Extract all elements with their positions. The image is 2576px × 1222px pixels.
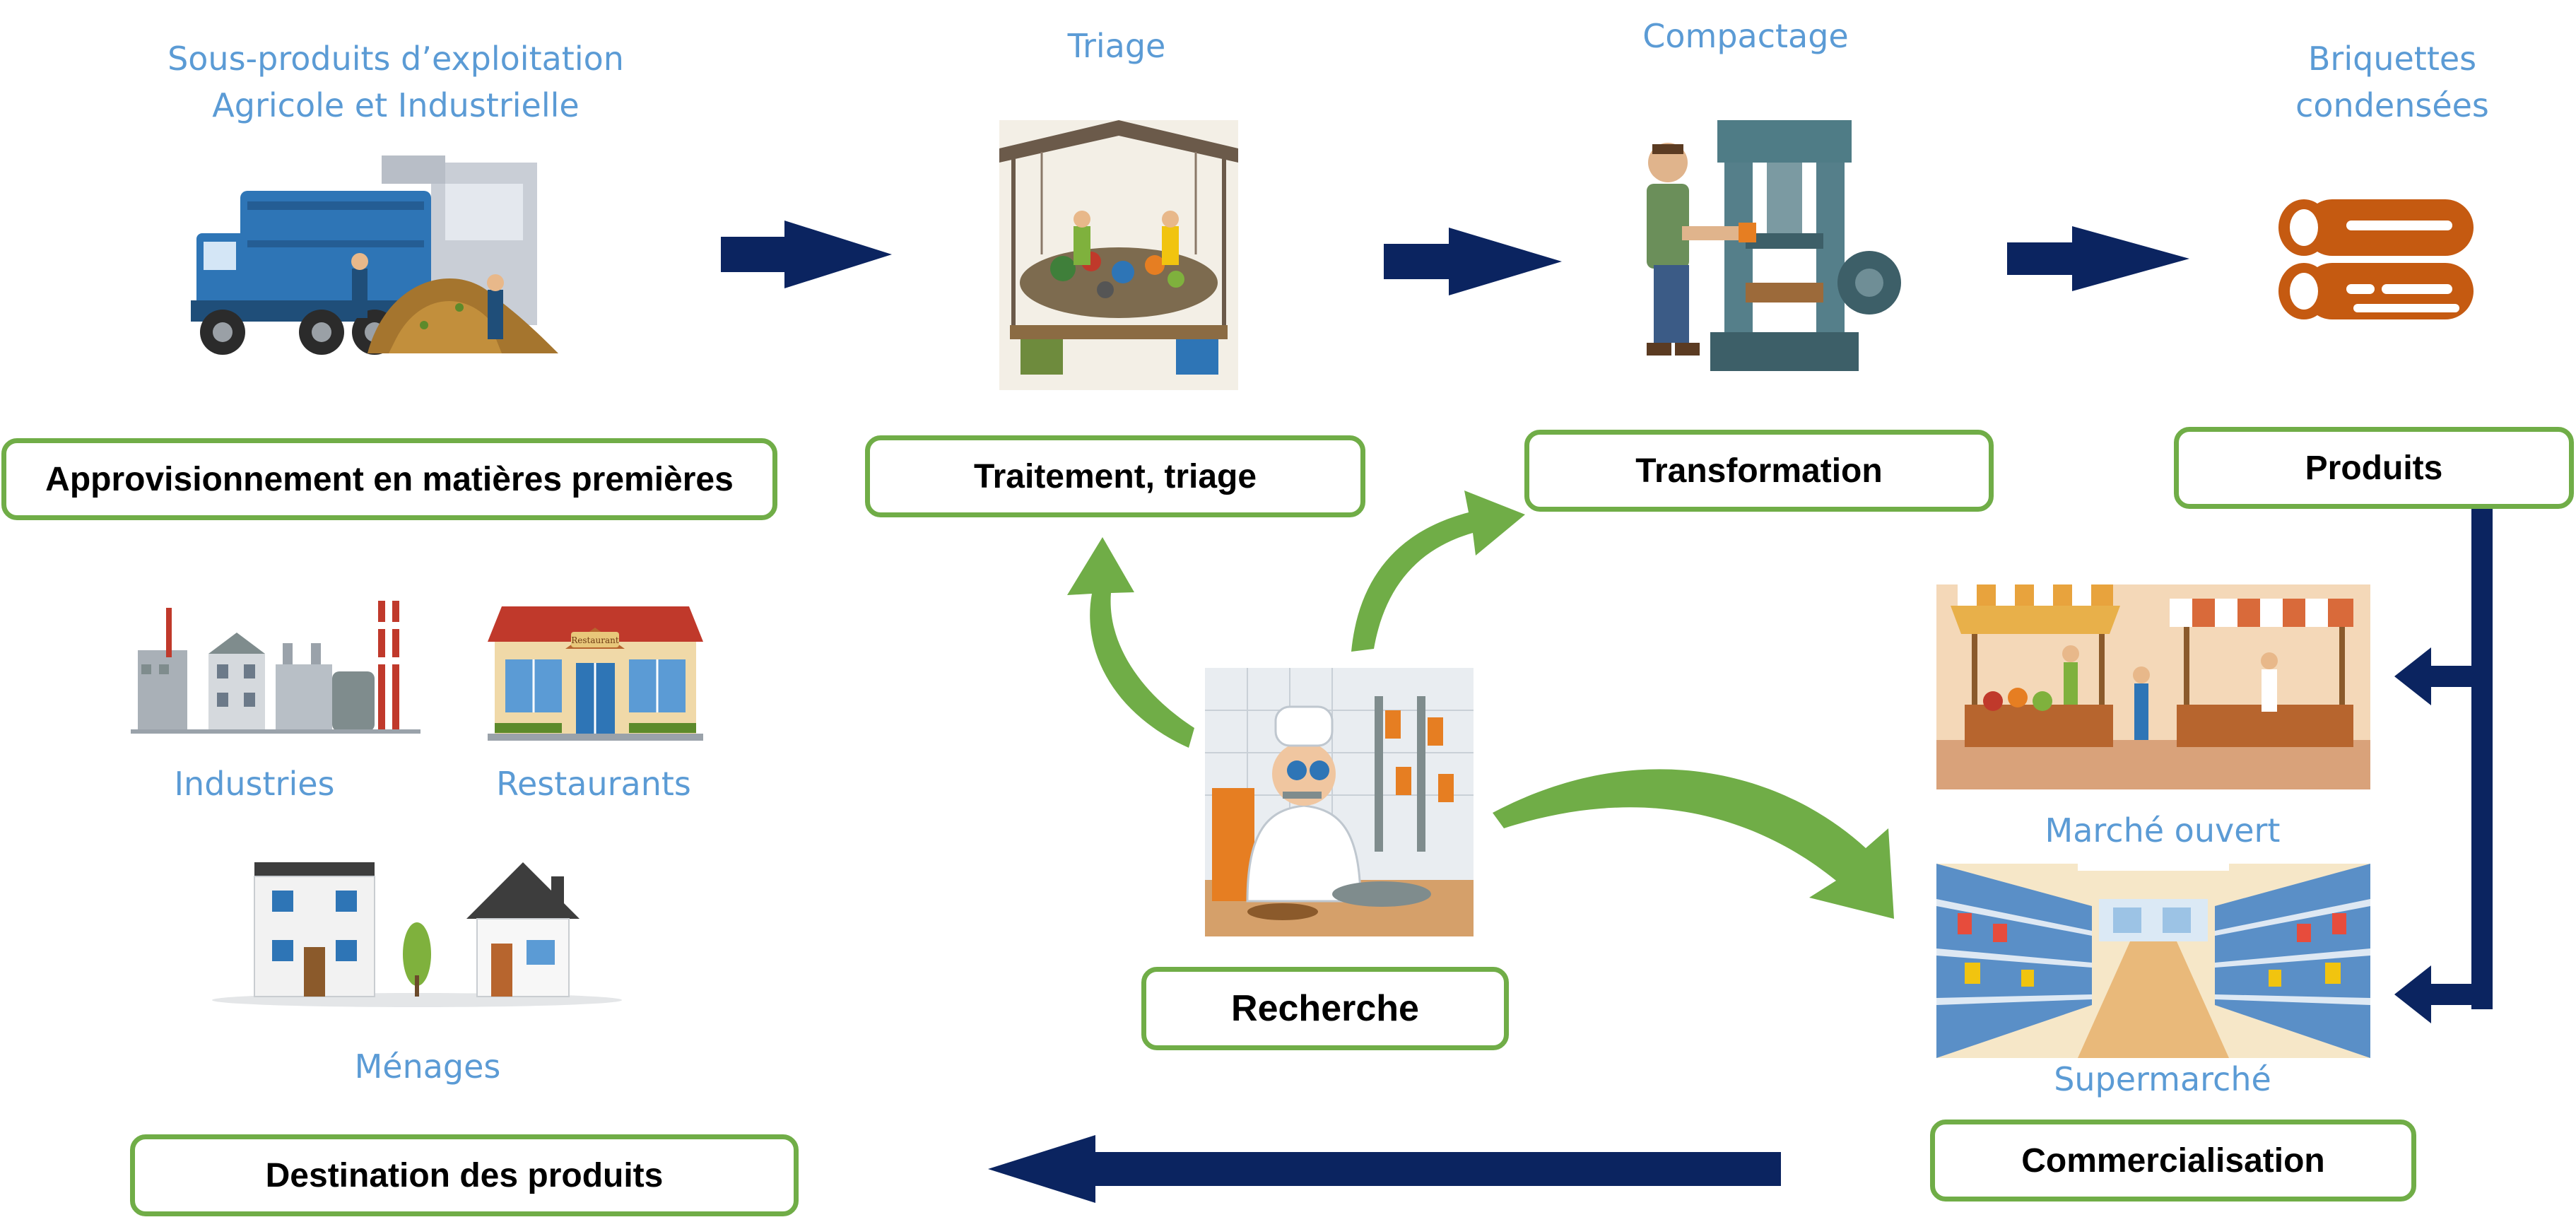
arrow-research-to-transform: [1351, 490, 1525, 652]
scientist-icon: [1205, 668, 1474, 936]
sorting-caption: Triage: [1067, 27, 1166, 65]
transform-box: Transformation: [1524, 430, 1994, 512]
supermarket-caption: Supermarché: [2054, 1060, 2271, 1098]
products-caption: Briquettes condensées: [2233, 35, 2551, 129]
industries-caption: Industries: [174, 765, 335, 803]
market-caption: Marché ouvert: [2045, 811, 2281, 850]
supply-box: Approvisionnement en matières premières: [1, 438, 777, 520]
supply-caption-line2: Agricole et Industrielle: [212, 86, 580, 124]
destination-box: Destination des produits: [130, 1134, 799, 1216]
transform-box-label: Transformation: [1635, 452, 1883, 490]
sorting-box: Traitement, triage: [865, 435, 1365, 517]
products-caption-line1: Briquettes: [2307, 40, 2477, 78]
supply-box-label: Approvisionnement en matières premières: [45, 460, 734, 498]
arrow-supply-to-sorting: [721, 221, 892, 288]
sorting-box-label: Traitement, triage: [973, 457, 1257, 495]
arrow-sorting-to-transform: [1384, 228, 1562, 295]
arrow-commerce-to-destination: [988, 1135, 1781, 1203]
arrow-research-to-commerce: [1493, 769, 1894, 919]
factory-icon: [131, 594, 420, 735]
briquette-logs-icon: [2269, 192, 2495, 334]
research-box: Recherche: [1141, 967, 1509, 1050]
restaurant-sign-text: Restaurant: [571, 635, 619, 645]
restaurants-caption: Restaurants: [496, 765, 691, 803]
commerce-box-label: Commercialisation: [2021, 1141, 2325, 1180]
restaurant-building-icon: Restaurant: [488, 606, 703, 742]
products-box-label: Produits: [2305, 449, 2443, 487]
sorting-station-icon: [999, 120, 1238, 390]
supply-caption-line1: Sous-produits d’exploitation: [167, 40, 624, 78]
households-caption: Ménages: [354, 1047, 501, 1086]
supermarket-aisle-icon: [1936, 864, 2370, 1058]
research-box-label: Recherche: [1231, 988, 1419, 1029]
destination-box-label: Destination des produits: [265, 1156, 664, 1194]
arrow-to-supermarket: [2394, 965, 2493, 1023]
press-machine-icon: [1604, 85, 1908, 389]
transform-caption: Compactage: [1642, 17, 1849, 55]
garbage-truck-icon: [191, 141, 558, 375]
arrow-to-market: [2394, 647, 2482, 705]
arrow-transform-to-products: [2007, 226, 2189, 291]
products-box: Produits: [2174, 427, 2574, 509]
arrow-research-to-sorting: [1067, 537, 1194, 748]
supply-caption: Sous-produits d’exploitation Agricole et…: [134, 35, 657, 129]
products-caption-line2: condensées: [2295, 86, 2489, 124]
commerce-box: Commercialisation: [1930, 1120, 2416, 1202]
house-icon: [212, 848, 625, 1007]
market-stalls-icon: [1936, 584, 2370, 789]
